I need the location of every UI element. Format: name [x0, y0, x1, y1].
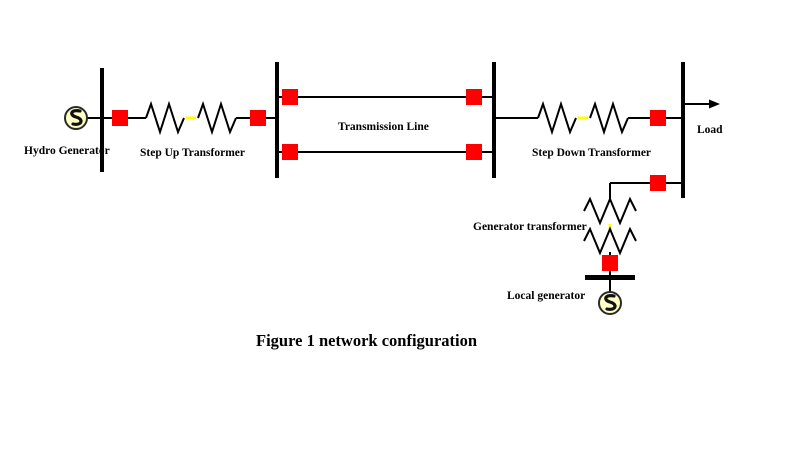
winding-icon — [589, 100, 629, 136]
generator-glyph-icon — [604, 294, 617, 311]
winding-icon — [583, 196, 637, 226]
generator-glyph-icon — [70, 109, 83, 126]
label-step-down-transformer: Step Down Transformer — [532, 147, 652, 159]
busbar-3 — [492, 62, 496, 178]
label-step-up-transformer: Step Up Transformer — [140, 147, 245, 159]
label-load: Load — [697, 124, 723, 136]
step-up-transformer-symbol — [145, 100, 237, 136]
winding-icon — [537, 100, 577, 136]
label-transmission-line: Transmission Line — [338, 121, 429, 133]
breaker-icon — [466, 89, 482, 105]
step-down-transformer-symbol — [537, 100, 629, 136]
busbar-2 — [275, 62, 279, 178]
label-generator-transformer: Generator transformer — [473, 221, 587, 233]
breaker-icon — [282, 144, 298, 160]
winding-icon — [145, 100, 185, 136]
busbar-4 — [681, 62, 685, 198]
figure-caption: Figure 1 network configuration — [256, 331, 478, 350]
breaker-icon — [466, 144, 482, 160]
winding-icon — [583, 226, 637, 256]
breaker-icon — [650, 175, 666, 191]
breaker-icon — [602, 255, 618, 271]
label-hydro-generator: Hydro Generator — [24, 145, 110, 157]
breaker-icon — [112, 110, 128, 126]
generator-transformer-symbol — [583, 196, 637, 256]
winding-icon — [197, 100, 237, 136]
arrowhead-icon — [709, 99, 720, 109]
hydro-generator-symbol — [64, 106, 100, 130]
busbar-1 — [100, 68, 104, 172]
label-local-generator: Local generator — [507, 290, 586, 302]
breaker-icon — [250, 110, 266, 126]
breaker-icon — [282, 89, 298, 105]
breaker-icon — [650, 110, 666, 126]
local-busbar — [585, 275, 635, 280]
local-generator-symbol — [598, 291, 622, 315]
load-arrow-icon — [683, 99, 720, 109]
transmission-line-symbol — [279, 96, 492, 153]
